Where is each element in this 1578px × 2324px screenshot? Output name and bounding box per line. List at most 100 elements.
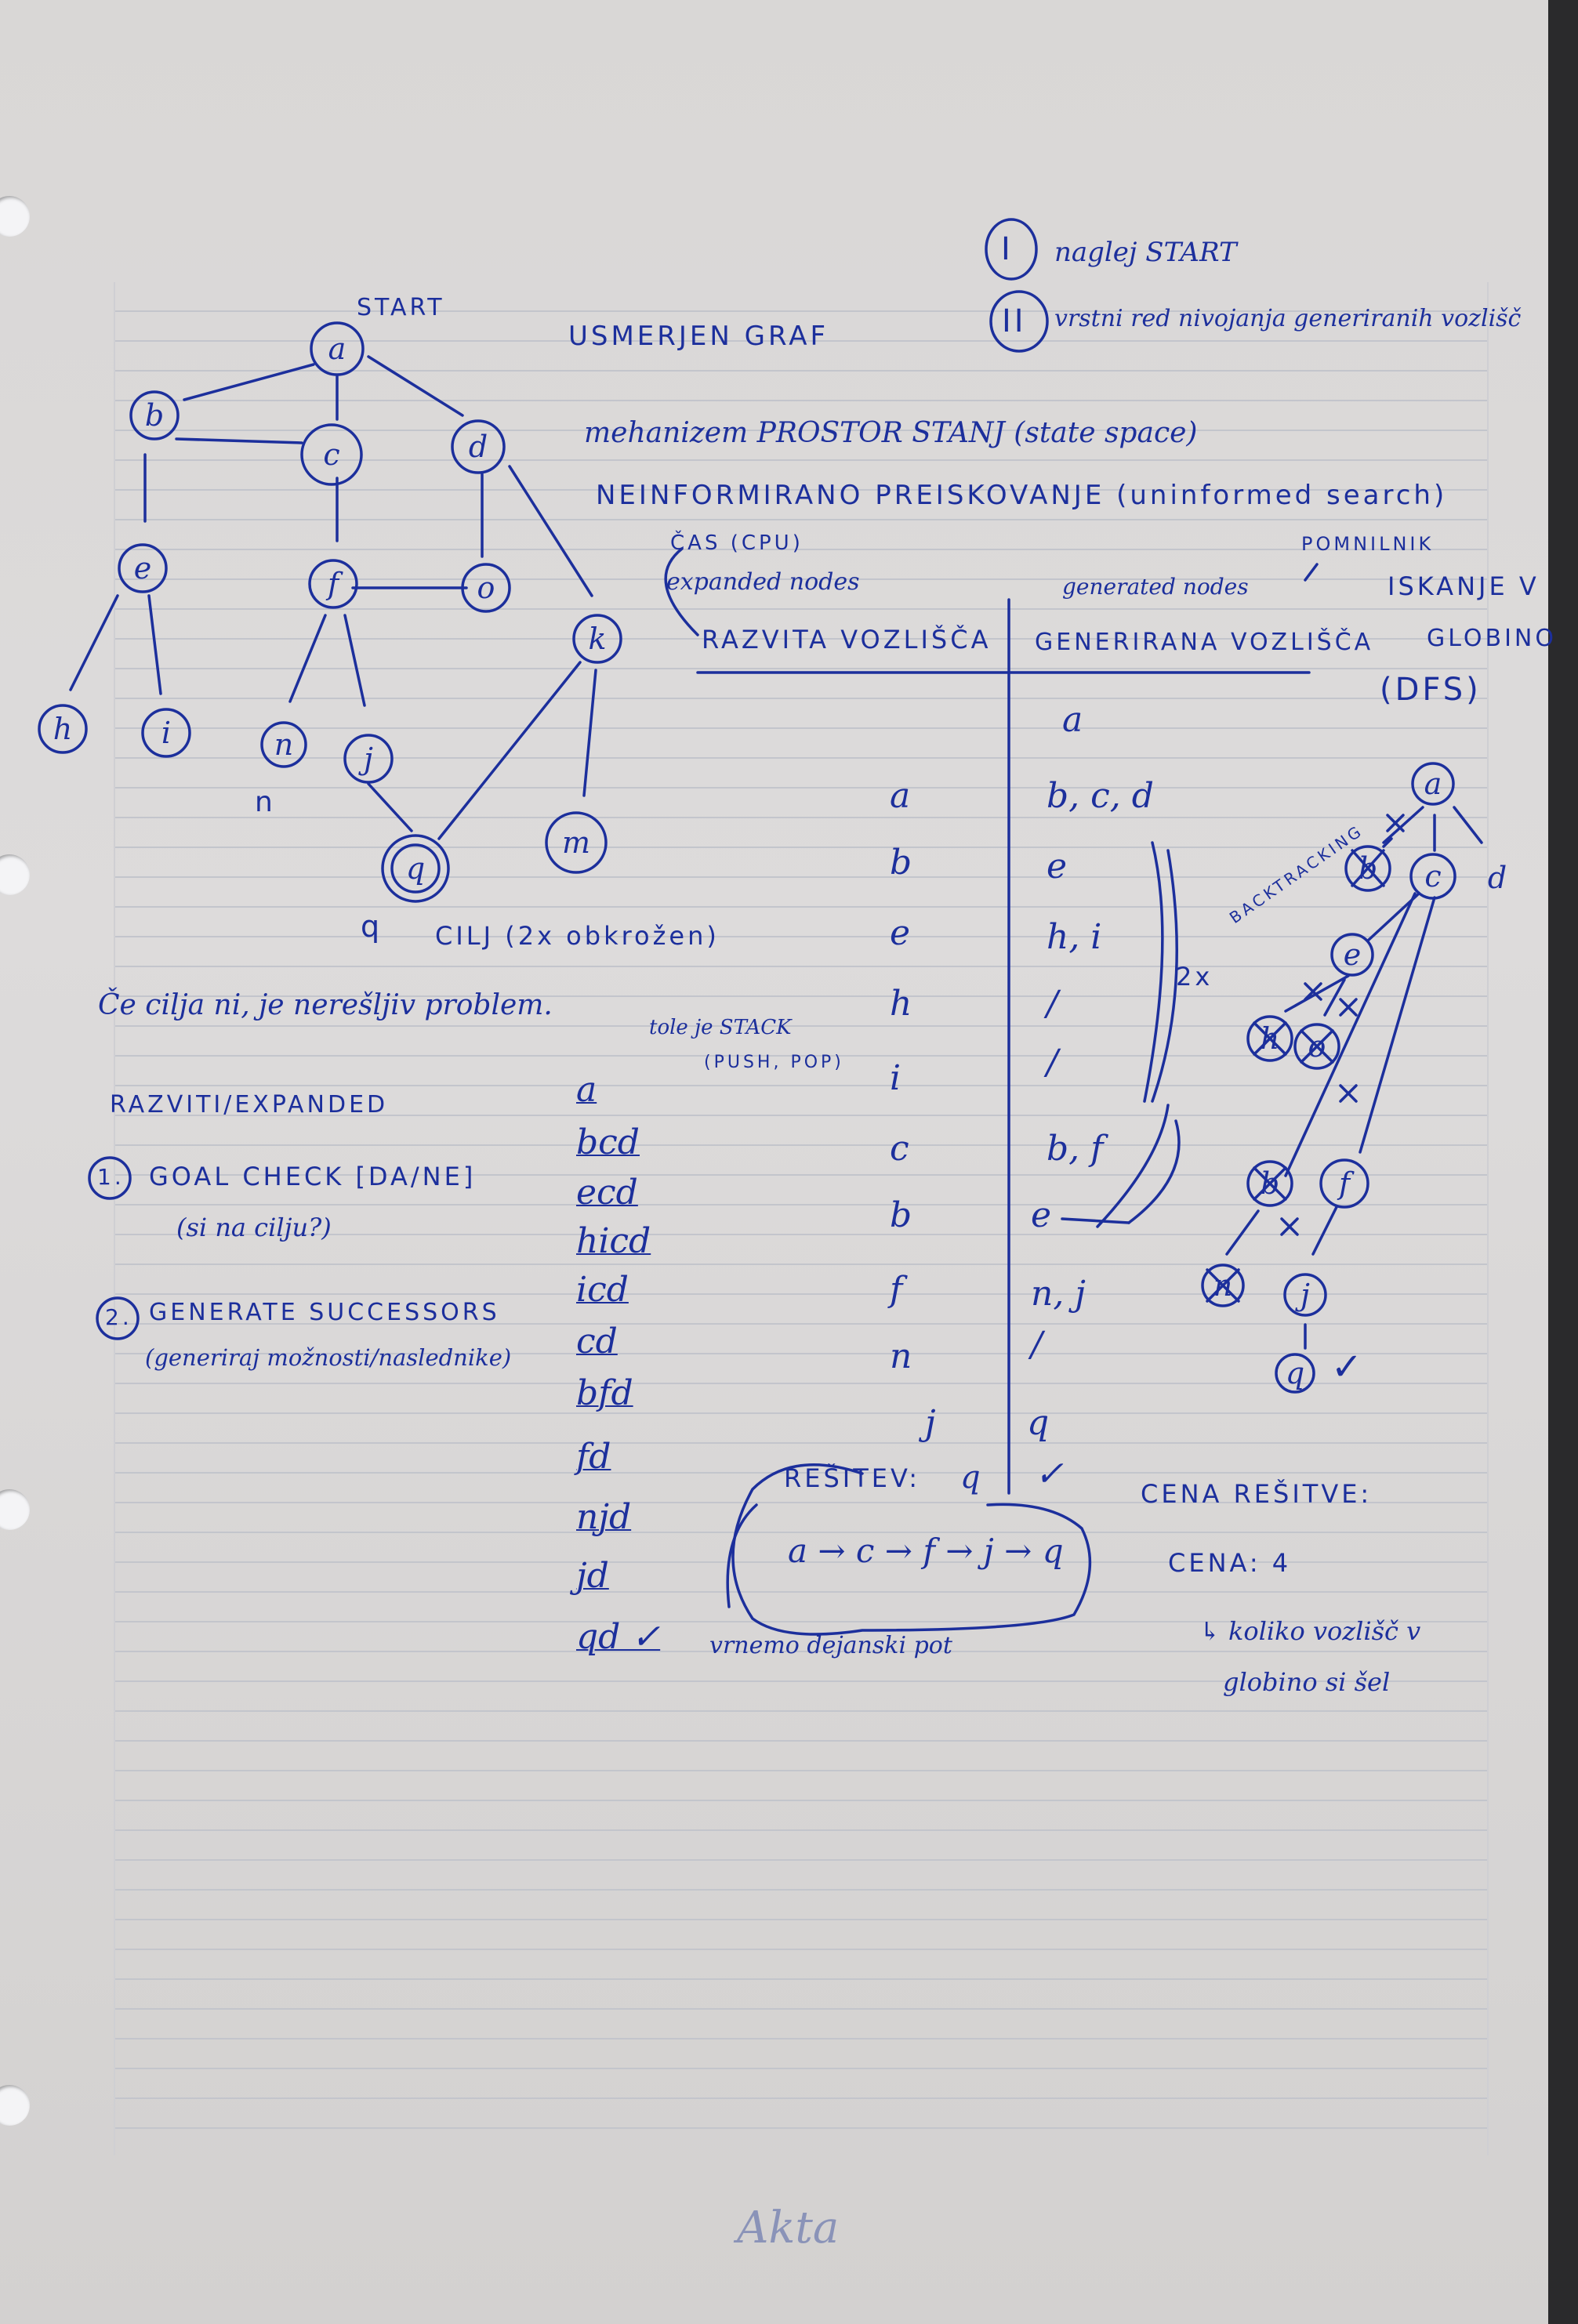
- svg-text:n: n: [274, 727, 293, 762]
- generated-nodes-en: generated nodes: [1062, 574, 1249, 600]
- goal-check-sub: (si na cilju?): [176, 1213, 332, 1242]
- cost-note-2: globino si šel: [1223, 1667, 1391, 1697]
- graph-node-goal: q: [381, 834, 450, 903]
- expanded-row: f: [890, 1270, 903, 1310]
- svg-text:a: a: [1424, 767, 1442, 801]
- svg-text:m: m: [562, 825, 590, 860]
- solution-path: a → c → f → j → q: [788, 1532, 1064, 1570]
- graph-node: d: [451, 419, 506, 474]
- step-num-two: 2.: [105, 1304, 132, 1330]
- goal-check-text: GOAL CHECK [DA/NE]: [149, 1162, 477, 1191]
- generated-row: /: [1047, 1042, 1058, 1082]
- graph-node: i: [141, 708, 191, 758]
- stack-row: icd: [576, 1270, 629, 1310]
- stack-row: bcd: [576, 1122, 640, 1162]
- expanded-row: j: [925, 1403, 936, 1443]
- cost-value: CENA: 4: [1168, 1548, 1292, 1578]
- svg-text:e: e: [1344, 937, 1362, 972]
- generated-row: q: [1027, 1403, 1050, 1443]
- generated-row: a: [1062, 700, 1083, 740]
- step-num-one: 1.: [97, 1164, 125, 1190]
- svg-text:c: c: [1424, 859, 1441, 894]
- col-expanded-header: RAZVITA VOZLIŠČA: [702, 625, 992, 654]
- stack-row: hicd: [576, 1221, 651, 1261]
- generated-row: n, j: [1031, 1274, 1086, 1314]
- expanded-row: c: [890, 1129, 909, 1169]
- expanded-row: i: [890, 1058, 901, 1098]
- svg-text:e: e: [134, 551, 152, 586]
- svg-text:q: q: [406, 851, 425, 886]
- notebook-brand-logo: Akta: [737, 2203, 840, 2253]
- graph-node: m: [545, 811, 608, 874]
- svg-text:c: c: [323, 437, 339, 472]
- expanded-nodes-en: expanded nodes: [666, 568, 860, 596]
- svg-text:q: q: [1286, 1356, 1304, 1390]
- generated-row: e: [1031, 1195, 1052, 1235]
- graph-node: o: [461, 563, 511, 613]
- svg-text:o: o: [477, 571, 495, 605]
- node-q-label: q: [361, 909, 379, 944]
- svg-text:✓: ✓: [1331, 1345, 1362, 1389]
- expanded-row: a: [890, 776, 911, 816]
- roman-two: II: [1002, 303, 1027, 339]
- stack-row: ecd: [576, 1173, 638, 1213]
- stack-row: cd: [576, 1322, 618, 1361]
- dfs-title-2: GLOBINO: [1427, 625, 1557, 652]
- svg-text:j: j: [1295, 1278, 1310, 1312]
- generate-successors-sub: (generiraj možnosti/naslednike): [145, 1344, 512, 1371]
- start-label: START: [357, 294, 445, 321]
- generated-row: e: [1047, 847, 1068, 886]
- stack-note: tole je STACK: [649, 1016, 792, 1039]
- svg-text:d: d: [1488, 861, 1507, 895]
- cpu-time-note: ČAS (CPU): [670, 531, 804, 555]
- svg-text:k: k: [588, 622, 606, 656]
- cost-note: ↳ koliko vozlišč v: [1199, 1616, 1421, 1646]
- stack-row: fd: [576, 1437, 611, 1477]
- step-two-text: vrstni red nivojanja generiranih vozlišč: [1054, 305, 1522, 332]
- uninformed-search-note: NEINFORMIRANO PREISKOVANJE (uninformed s…: [596, 480, 1448, 511]
- stack-row: bfd: [576, 1373, 633, 1413]
- svg-text:f: f: [1337, 1166, 1355, 1201]
- generated-row: b, f: [1047, 1129, 1104, 1169]
- stack-row: jd: [576, 1556, 609, 1596]
- two-x-note: 2x: [1176, 962, 1213, 992]
- generated-row: h, i: [1047, 917, 1102, 957]
- graph-node: n: [260, 721, 307, 768]
- graph-node: b: [129, 390, 180, 441]
- generated-row: /: [1031, 1325, 1043, 1365]
- graph-node: h: [38, 704, 88, 754]
- generated-row: b, c, d: [1047, 776, 1154, 816]
- dfs-title: ISKANJE V: [1388, 571, 1540, 601]
- graph-node: e: [118, 543, 168, 593]
- graph-node: c: [300, 423, 363, 486]
- svg-text:i: i: [161, 716, 171, 750]
- graph-node: k: [572, 614, 622, 664]
- ruled-lines: [114, 282, 1489, 2155]
- svg-text:h: h: [53, 712, 72, 746]
- svg-text:a: a: [328, 332, 346, 366]
- stack-row: njd: [576, 1497, 632, 1537]
- graph-node: a: [310, 321, 365, 376]
- expanded-heading: RAZVITI/EXPANDED: [110, 1091, 389, 1118]
- solution-goal: q: [960, 1459, 981, 1496]
- col-generated-header: GENERIRANA VOZLIŠČA: [1035, 629, 1374, 656]
- expanded-row: e: [890, 913, 911, 953]
- generate-successors-text: GENERATE SUCCESSORS: [149, 1299, 500, 1326]
- goal-note: CILJ (2x obkrožen): [435, 921, 720, 951]
- generated-row: /: [1047, 984, 1058, 1024]
- expanded-row: b: [890, 1195, 912, 1235]
- dfs-title-3: (DFS): [1380, 672, 1482, 708]
- solution-label: REŠITEV:: [784, 1463, 921, 1493]
- stack-row: qd ✓: [576, 1617, 661, 1657]
- reverse-path-note: vrnemo dejanski pot: [709, 1632, 952, 1659]
- node-n-label: n: [255, 786, 273, 818]
- step-one-text: naglej START: [1054, 237, 1237, 268]
- cost-title: CENA REŠITVE:: [1141, 1479, 1373, 1509]
- svg-text:d: d: [469, 430, 488, 464]
